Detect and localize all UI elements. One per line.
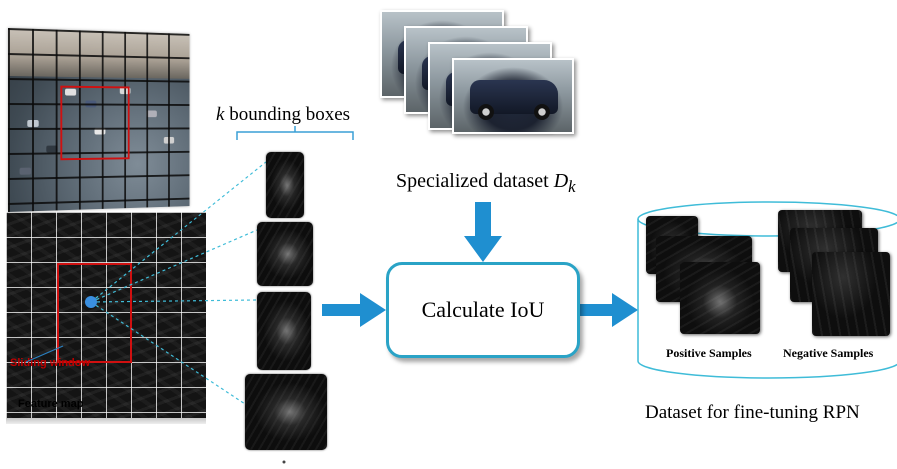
ellipsis-dots xyxy=(282,460,286,464)
feature-map-label: Feature map xyxy=(18,398,84,410)
bounding-boxes-text: bounding boxes xyxy=(224,104,351,125)
sliding-window-pointer xyxy=(25,345,64,363)
positive-samples-label: Positive Samples xyxy=(666,346,752,360)
projection-line xyxy=(90,229,258,303)
projection-line xyxy=(90,299,258,303)
projection-lines xyxy=(25,161,267,405)
dataset-fine-tuning-label: Dataset for fine-tuning RPN xyxy=(645,402,860,423)
specialized-dataset-text: Specialized dataset xyxy=(396,170,554,192)
bounding-box-crop-1 xyxy=(266,152,304,218)
d-variable: D xyxy=(553,170,569,192)
specialized-dataset-label: Specialized dataset Dk xyxy=(396,170,576,197)
bounding-box-crop-3 xyxy=(257,292,311,370)
arrow-boxes-to-iou xyxy=(322,293,386,327)
projection-line xyxy=(90,301,246,405)
positive-sample-3 xyxy=(680,262,760,334)
k-subscript: k xyxy=(568,177,576,196)
feature-sliding-window xyxy=(57,263,132,363)
k-boxes-bracket xyxy=(236,126,354,140)
negative-samples-label: Negative Samples xyxy=(783,346,874,360)
arrow-down-to-iou xyxy=(464,202,502,262)
feature-map-image xyxy=(6,212,206,418)
car-photo-4 xyxy=(452,58,574,134)
bounding-box-crop-4 xyxy=(245,374,327,450)
bounding-box-crop-2 xyxy=(257,222,313,286)
negative-sample-3 xyxy=(812,252,890,336)
feature-map-grid xyxy=(6,212,206,418)
calculate-iou-box: Calculate IoU xyxy=(386,262,580,358)
projection-line xyxy=(90,161,267,303)
anchor-point xyxy=(85,296,97,308)
k-bounding-boxes-label: k bounding boxes xyxy=(216,104,350,126)
dataset-cylinder xyxy=(637,201,897,379)
arrow-iou-to-dataset xyxy=(580,293,638,327)
calculate-iou-text: Calculate IoU xyxy=(421,297,545,322)
k-variable: k xyxy=(216,104,225,125)
